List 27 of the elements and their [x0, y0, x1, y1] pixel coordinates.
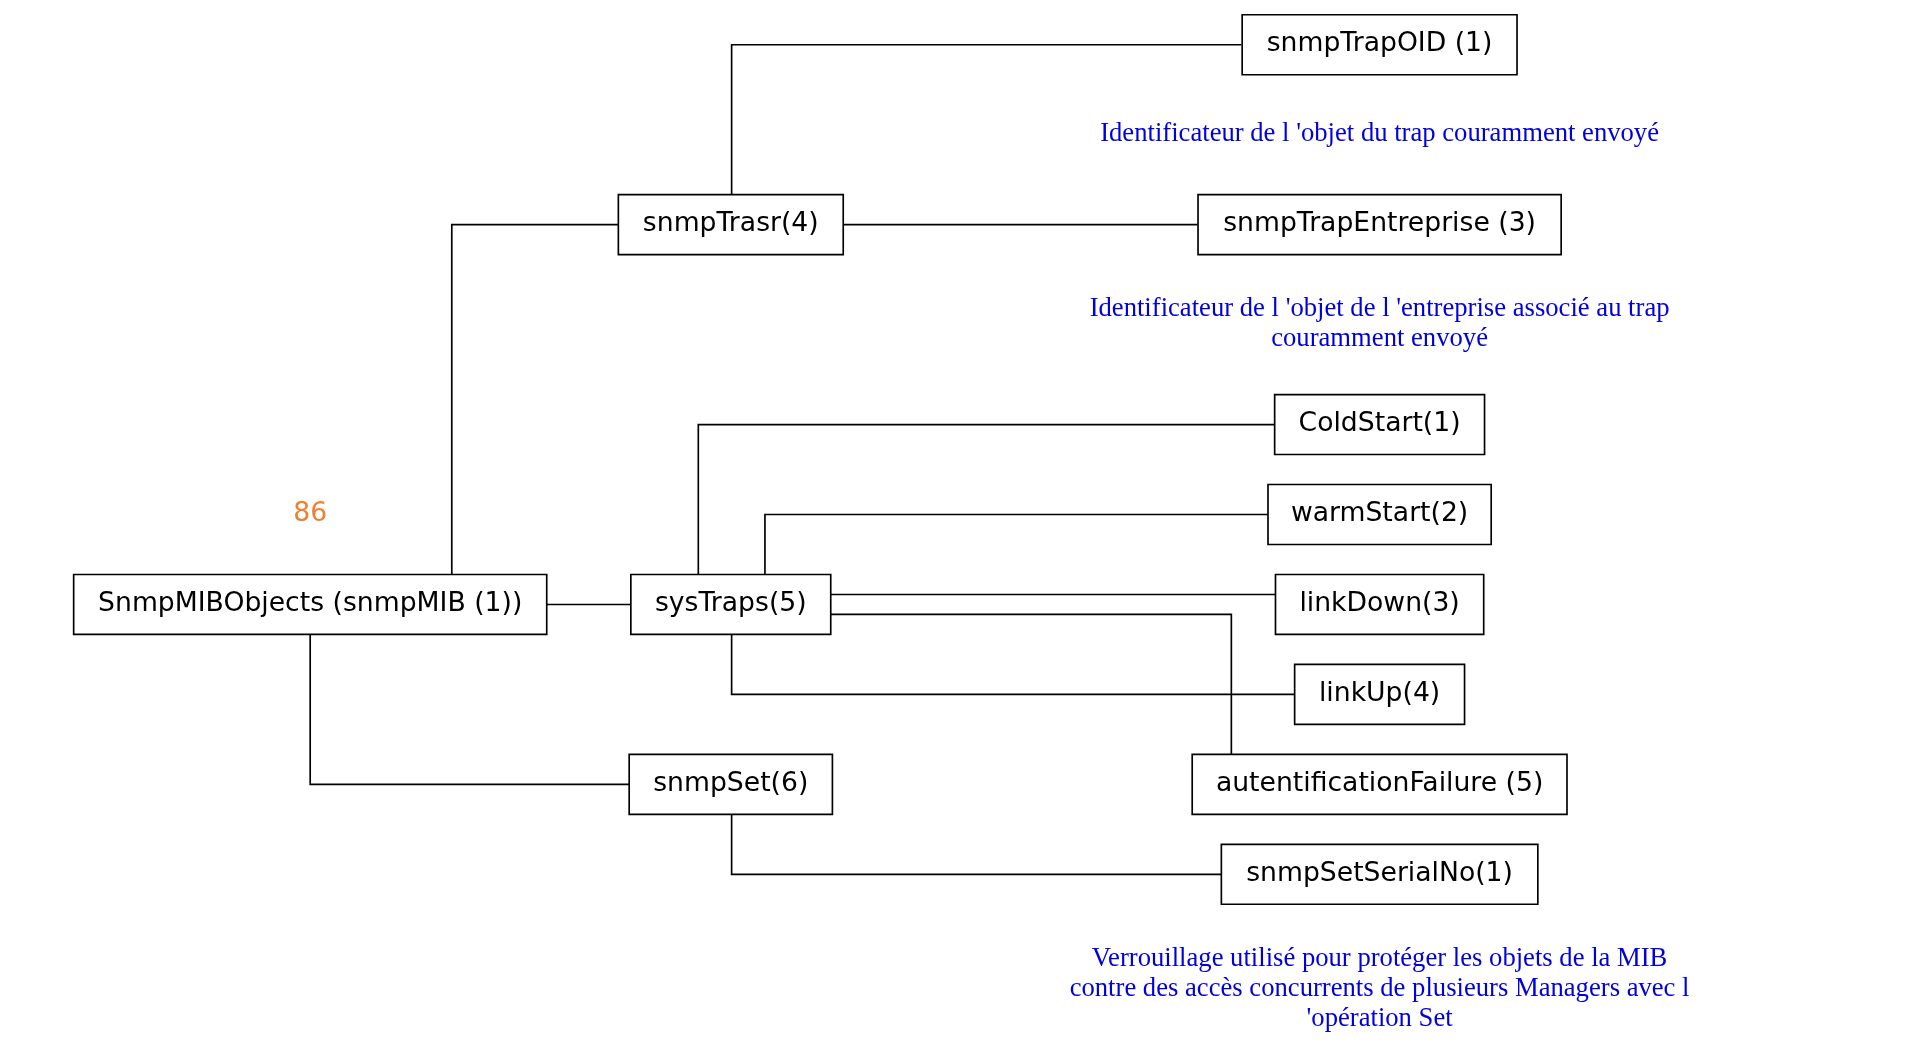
- connector: [450, 223, 619, 575]
- connector: [730, 43, 1242, 195]
- node-box: snmpTrapOID (1): [1240, 13, 1518, 76]
- node-box: linkDown(3): [1274, 573, 1485, 636]
- node-box: linkUp(4): [1293, 663, 1465, 726]
- connector: [763, 513, 1268, 575]
- connector: [829, 613, 1232, 755]
- connector: [842, 223, 1198, 226]
- connector: [730, 813, 1222, 876]
- label: 86: [292, 495, 327, 527]
- node-box: autentificationFailure (5): [1190, 753, 1568, 816]
- connector: [308, 634, 630, 786]
- node-box: snmpSet(6): [627, 753, 833, 816]
- connector: [829, 593, 1276, 596]
- node-box: snmpTrasr(4): [617, 193, 844, 256]
- connector: [730, 634, 1295, 696]
- node-box: SnmpMIBObjects (snmpMIB (1)): [72, 573, 548, 636]
- node-box: snmpSetSerialNo(1): [1220, 843, 1539, 906]
- node-box: warmStart(2): [1266, 483, 1492, 546]
- node-label: Identificateur de l 'objet du trap couramment envoyé: [1099, 117, 1659, 148]
- node-box: ColdStart(1): [1273, 393, 1485, 456]
- connector: [696, 423, 1275, 575]
- node-label: Identificateur de l 'objet de l 'entreprise associé au trap couramment envoyé: [1089, 291, 1670, 352]
- connector: [545, 603, 631, 606]
- node-label: Verrouillage utilisé pour protéger les objets de la MIB contre des accès concurrents de plusieurs Managers avec l 'opération Set: [1069, 941, 1690, 1032]
- node-box: sysTraps(5): [629, 573, 832, 636]
- node-box: snmpTrapEntreprise (3): [1196, 193, 1562, 256]
